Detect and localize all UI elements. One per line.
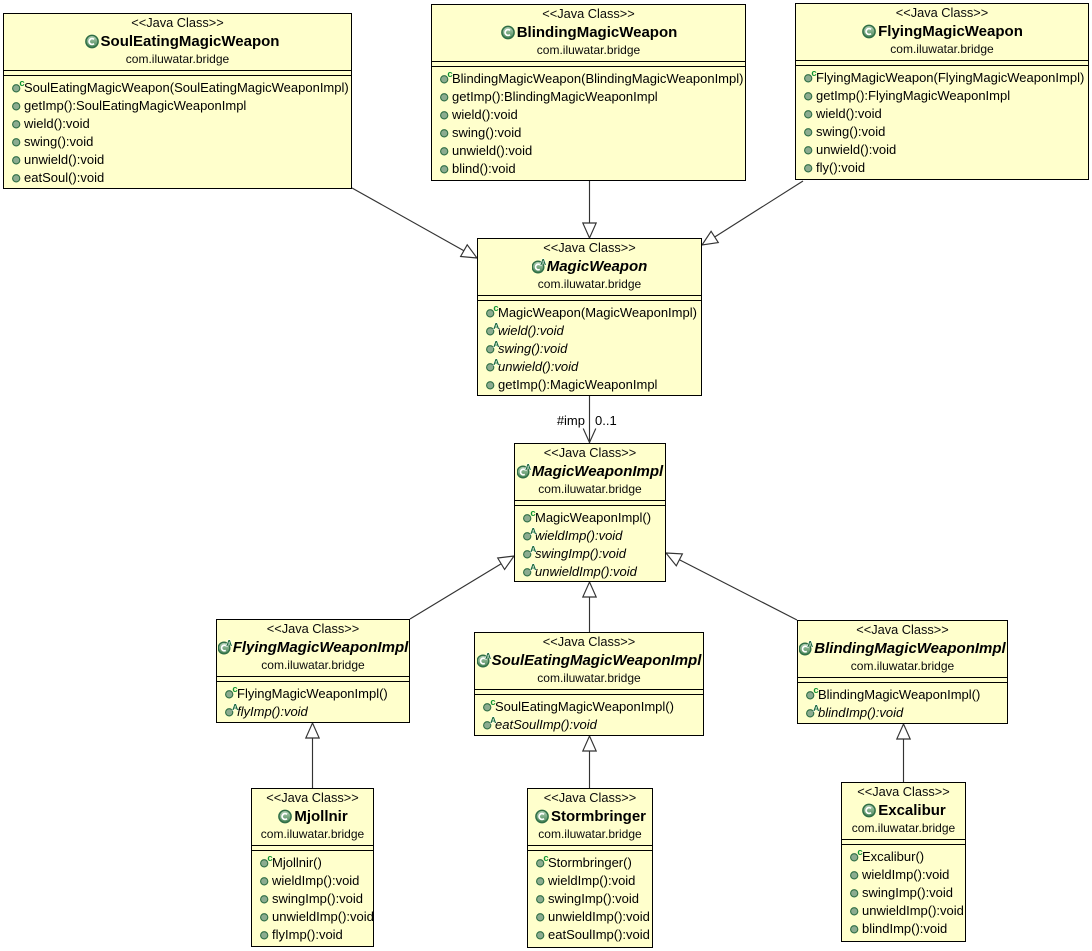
svg-text:A: A: [493, 322, 499, 331]
svg-text:A: A: [493, 358, 499, 367]
svg-text:A: A: [530, 527, 536, 536]
svg-text:c: c: [530, 509, 535, 519]
svg-text:A: A: [485, 652, 491, 661]
svg-text:A: A: [813, 704, 819, 713]
svg-text:c: c: [857, 848, 862, 858]
svg-text:c: c: [543, 854, 548, 864]
svg-text:A: A: [232, 703, 238, 712]
svg-text:A: A: [525, 463, 531, 472]
svg-text:A: A: [807, 640, 813, 649]
svg-text:c: c: [493, 304, 498, 314]
svg-text:A: A: [530, 545, 536, 554]
svg-text:A: A: [226, 639, 232, 648]
svg-text:c: c: [811, 69, 816, 79]
svg-text:c: c: [19, 79, 24, 89]
svg-text:c: c: [232, 685, 237, 695]
svg-text:c: c: [490, 698, 495, 708]
svg-text:c: c: [267, 854, 272, 864]
svg-text:A: A: [530, 563, 536, 572]
svg-text:A: A: [493, 340, 499, 349]
svg-text:c: c: [447, 70, 452, 80]
svg-text:c: c: [813, 686, 818, 696]
svg-text:A: A: [490, 716, 496, 725]
svg-text:A: A: [540, 258, 546, 267]
